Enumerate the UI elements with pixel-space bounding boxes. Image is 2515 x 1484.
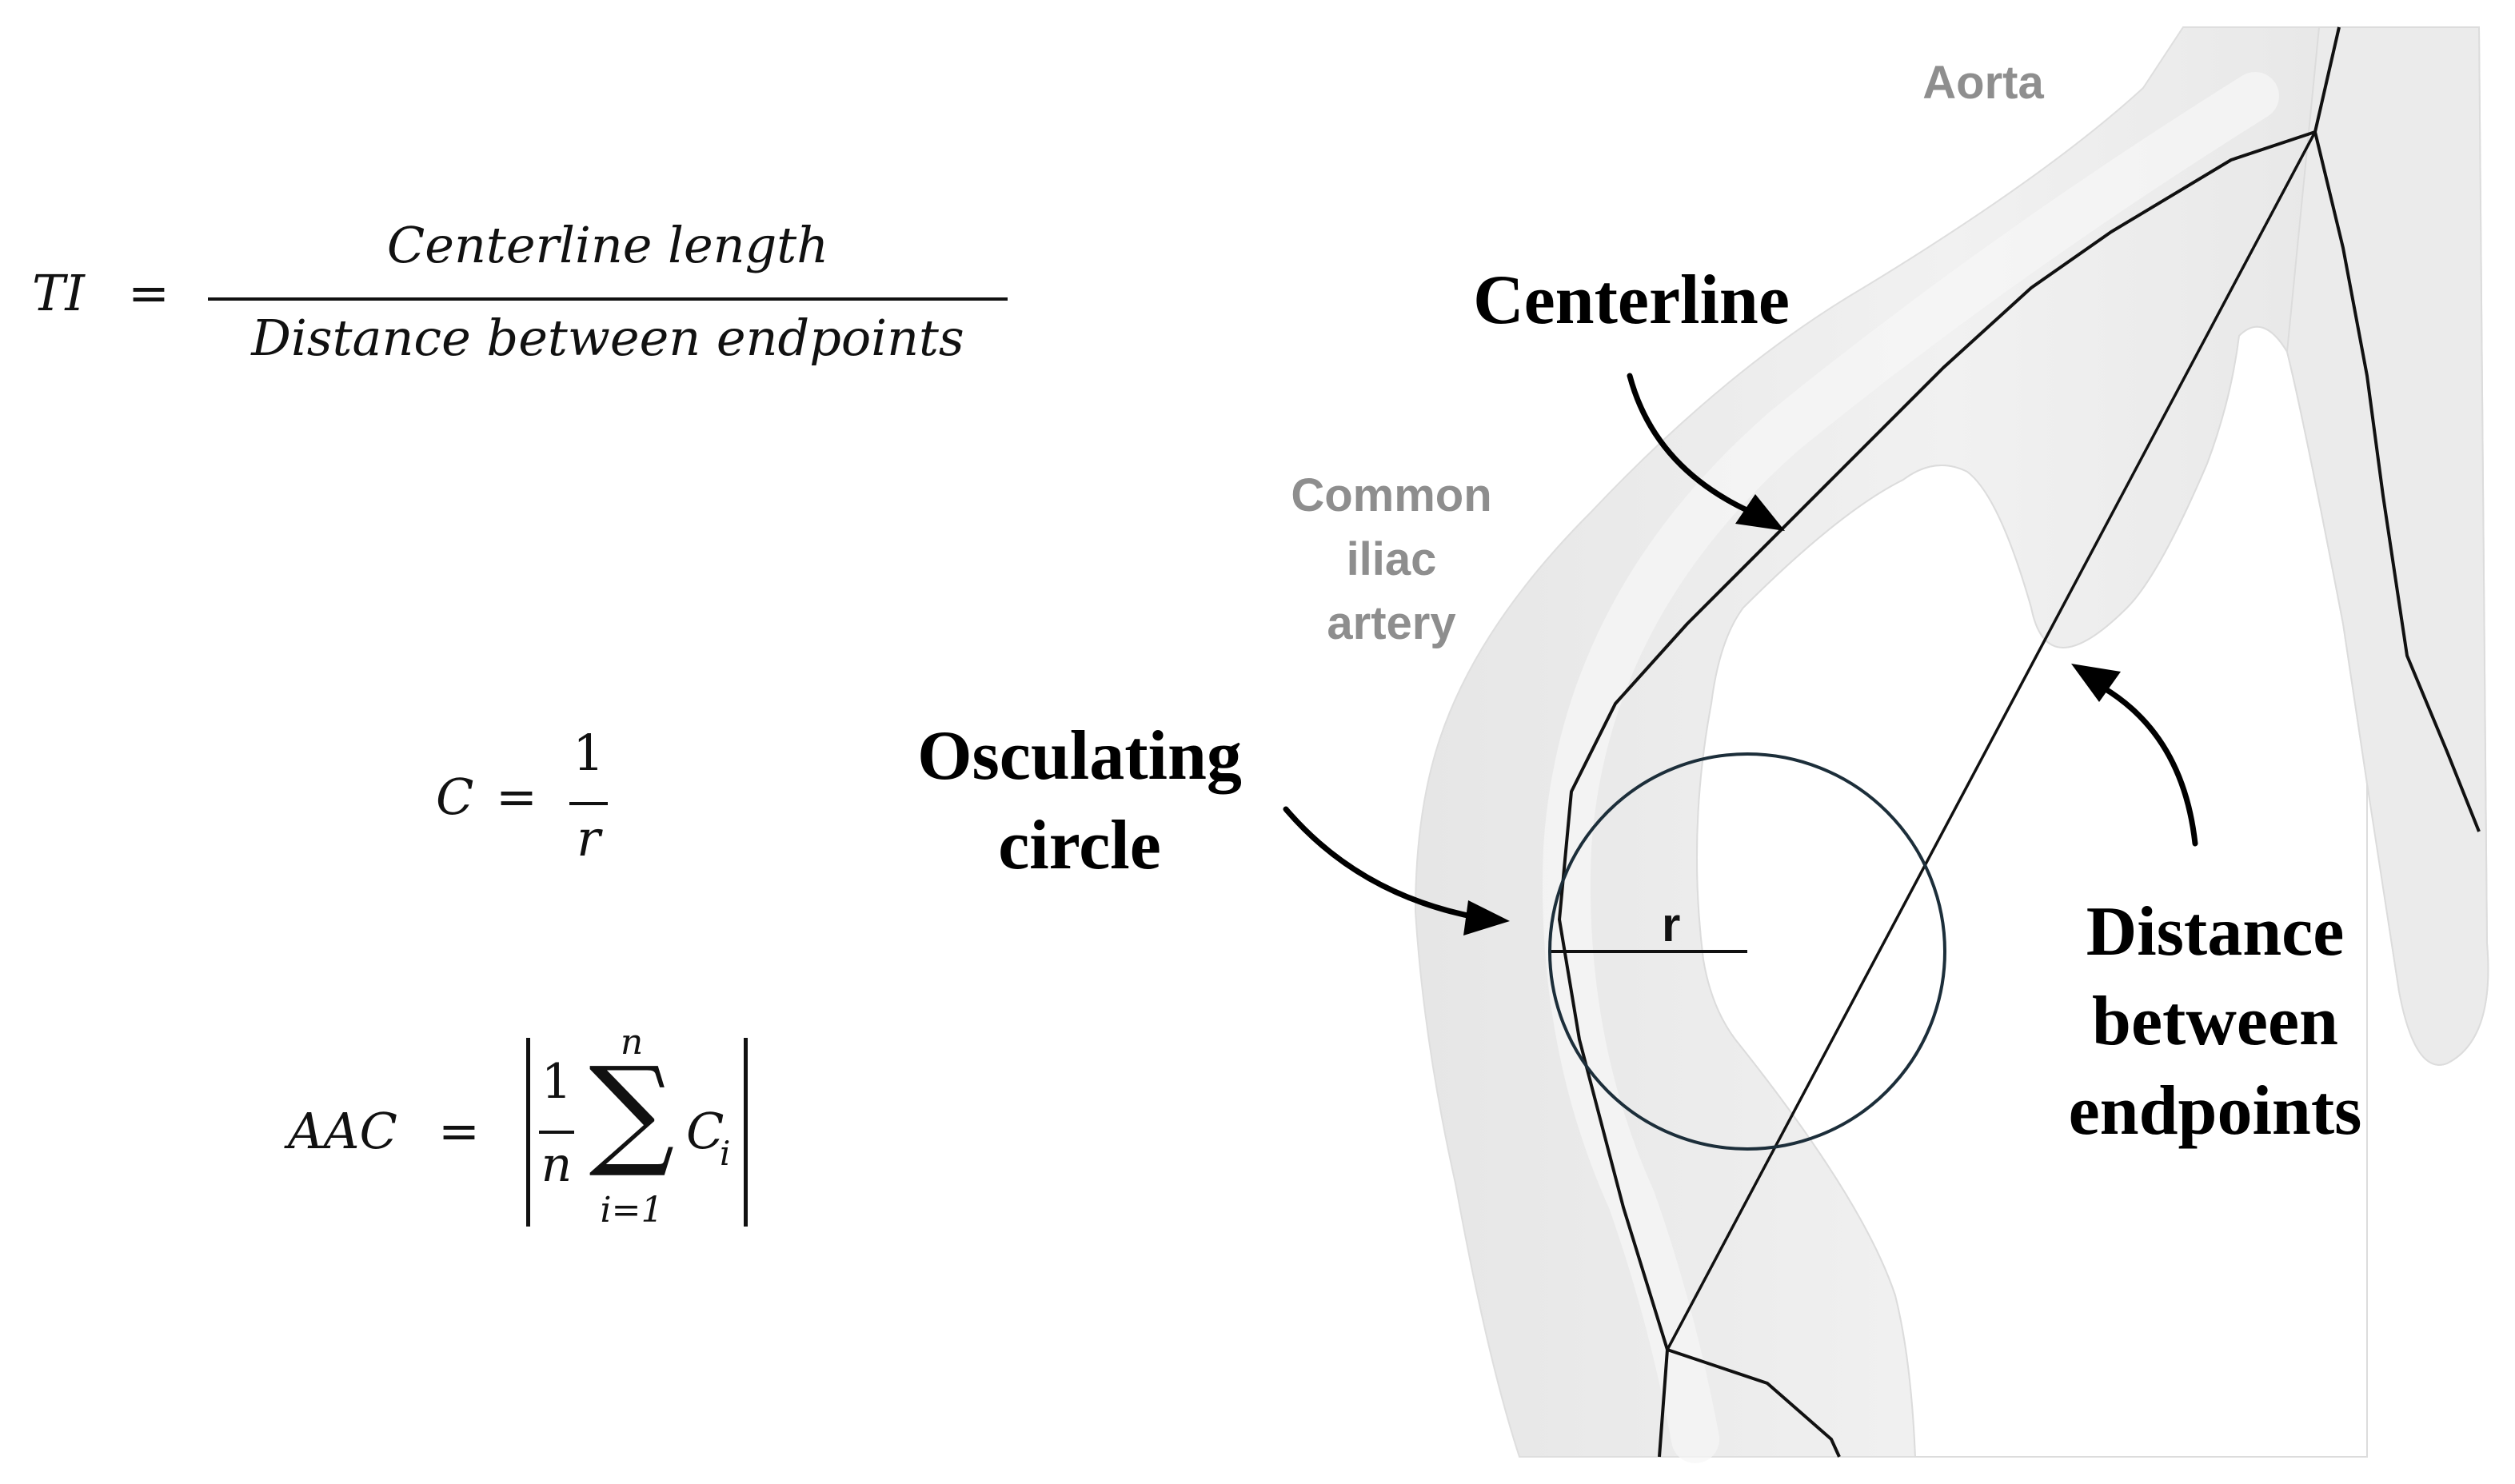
ti-lhs: TI — [32, 264, 85, 322]
distance-line-1: Distance — [2086, 893, 2345, 971]
centerline-arrow — [1627, 373, 1762, 519]
aac-term: C — [686, 1102, 725, 1160]
aac-sum-upper: n — [620, 1022, 644, 1063]
radius-label: r — [1662, 898, 1681, 951]
vessel-highlight — [1543, 72, 2279, 1463]
c-lhs: C — [436, 768, 474, 826]
aac-abs-right — [744, 1038, 748, 1227]
aorta-label: Aorta — [1922, 57, 2044, 109]
common-iliac-label: Common iliac artery — [1232, 464, 1551, 656]
aac-abs-left — [526, 1038, 530, 1227]
ti-denominator: Distance between endpoints — [251, 309, 964, 367]
aac-term-sub: i — [720, 1134, 731, 1173]
common-iliac-line-1: Common — [1291, 469, 1492, 521]
common-iliac-line-3: artery — [1327, 597, 1456, 649]
aac-equals: = — [438, 1102, 480, 1160]
aac-fraction-bar — [539, 1131, 574, 1134]
c-fraction-bar — [569, 802, 608, 805]
osculating-arrow — [1283, 806, 1483, 921]
centerline-label: Centerline — [1473, 261, 1790, 339]
osculating-circle-label: Osculating circle — [888, 712, 1271, 891]
ti-equals: = — [128, 264, 170, 322]
aac-frac-num: 1 — [541, 1054, 573, 1110]
centerline-lower-branch — [1667, 1348, 1841, 1458]
distance-line-2: between — [2092, 983, 2338, 1060]
distance-line-3: endpoints — [2068, 1072, 2362, 1150]
osculating-arrowhead — [1463, 900, 1510, 935]
vessel-gap — [1696, 325, 2368, 1458]
centerline-top-branch — [2313, 26, 2341, 133]
ti-numerator: Centerline length — [386, 216, 829, 274]
centerline-arrowhead — [1735, 494, 1785, 531]
distance-label: Distance between endpoints — [2031, 888, 2399, 1156]
c-denominator: r — [577, 809, 601, 868]
osculating-line-2: circle — [998, 807, 1161, 884]
common-iliac-line-2: iliac — [1346, 533, 1437, 585]
aac-lhs: AAC — [288, 1102, 397, 1160]
c-numerator: 1 — [573, 724, 605, 782]
aac-sum-lower: i=1 — [600, 1190, 664, 1231]
osculating-line-1: Osculating — [917, 717, 1242, 795]
distance-arrowhead — [2071, 664, 2121, 702]
vessel-right-branch — [2285, 26, 2489, 1066]
centerline-right-branch — [2313, 131, 2481, 832]
aac-sum-symbol: ∑ — [589, 1042, 675, 1181]
ti-fraction-bar — [208, 297, 1008, 301]
c-equals: = — [496, 768, 537, 826]
distance-arrow — [2100, 684, 2198, 847]
aac-frac-den: n — [541, 1137, 573, 1193]
centerline-path — [1558, 130, 2316, 1458]
osculating-circle — [1548, 752, 1946, 1151]
